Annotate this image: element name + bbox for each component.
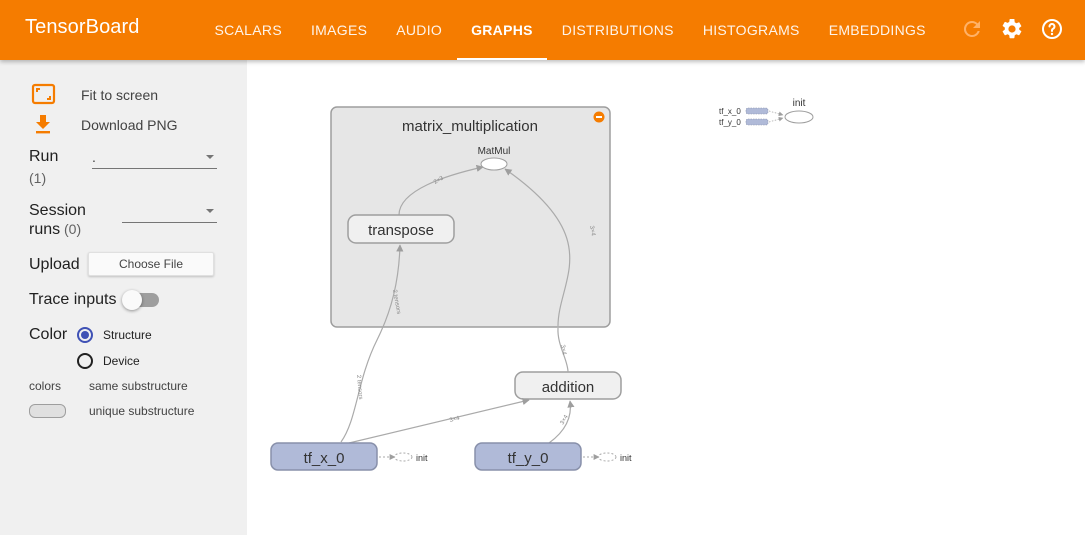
graph-canvas[interactable]: matrix_multiplication MatMul 2×3 3×4 tra… [247, 60, 1085, 535]
transpose-node[interactable] [347, 214, 455, 244]
transpose-label: transpose [368, 222, 434, 239]
tab-images[interactable]: IMAGES [310, 22, 368, 38]
run-label: Run [29, 148, 59, 165]
graph-svg[interactable]: matrix_multiplication MatMul 2×3 3×4 tra… [247, 60, 1085, 535]
aux-tf-y-label: tf_y_0 [719, 118, 741, 127]
aux-tf-x-label: tf_x_0 [719, 107, 741, 116]
graph-controls-sidebar: Fit to screen Download PNG Run (1) . Ses… [0, 60, 247, 535]
tf-x-0-label: tf_x_0 [304, 450, 345, 467]
tab-bar: SCALARS IMAGES AUDIO GRAPHS DISTRIBUTION… [200, 0, 940, 60]
session-runs-select[interactable] [122, 203, 217, 223]
edge-transpose-to-matmul [398, 164, 484, 216]
init-node-y[interactable] [597, 452, 617, 462]
matrix-multiplication-label: matrix_multiplication [402, 118, 538, 135]
legend-same-substructure: same substructure [89, 379, 188, 393]
fit-to-screen-button[interactable]: Fit to screen [81, 87, 159, 103]
help-icon[interactable] [1040, 17, 1064, 41]
radio-structure-label: Structure [103, 328, 152, 342]
session-runs-label-line1: Session [29, 202, 86, 219]
edge-label-addition-group: 3×4 [559, 344, 567, 356]
auxiliary-graph[interactable]: tf_x_0 tf_y_0 init [719, 98, 814, 127]
run-count: (1) [29, 170, 47, 186]
edge-label-x-transpose-lower: 2 tensors [355, 375, 363, 400]
init-label-y: init [620, 453, 632, 463]
settings-icon[interactable] [1000, 17, 1024, 41]
upload-label: Upload [29, 256, 80, 273]
tf-y-0-node[interactable] [474, 442, 582, 471]
download-png-button[interactable]: Download PNG [81, 117, 178, 133]
legend-unique-substructure: unique substructure [89, 404, 195, 418]
trace-inputs-toggle-knob[interactable] [122, 290, 142, 310]
color-label: Color [29, 326, 68, 343]
run-select[interactable]: . [92, 149, 217, 169]
init-label-x: init [416, 453, 428, 463]
tab-graphs[interactable]: GRAPHS [456, 0, 548, 60]
radio-device-label: Device [103, 354, 140, 368]
edge-x-to-addition [348, 398, 530, 444]
edge-x-to-transpose [340, 244, 404, 443]
tab-histograms[interactable]: HISTOGRAMS [702, 22, 800, 38]
matrix-multiplication-group[interactable] [330, 106, 611, 328]
edge-label-addition-matmul: 3×4 [588, 225, 596, 237]
fit-screen-icon[interactable] [31, 82, 57, 108]
choose-file-button[interactable]: Choose File [88, 252, 214, 276]
aux-tf-y-node[interactable] [745, 118, 769, 126]
aux-tf-x-node[interactable] [745, 107, 769, 115]
tf-x-0-node[interactable] [270, 442, 378, 471]
edge-label-x-transpose: 2 tensors [391, 289, 401, 314]
legend-unique-swatch [29, 404, 66, 418]
session-runs-label: runs [29, 221, 61, 238]
init-node-x[interactable] [393, 452, 413, 462]
chevron-down-icon [206, 155, 214, 159]
collapse-group-icon[interactable] [593, 111, 605, 123]
tab-distributions[interactable]: DISTRIBUTIONS [561, 22, 674, 38]
edge-label-x-addition: 3×4 [449, 415, 461, 423]
tab-audio[interactable]: AUDIO [396, 22, 443, 38]
aux-edge-y-init [768, 116, 784, 123]
radio-device[interactable] [77, 353, 93, 369]
aux-init-label: init [793, 98, 806, 109]
edge-label-y-addition: 3×4 [560, 414, 571, 426]
session-runs-count: (0) [64, 221, 82, 237]
radio-structure[interactable] [77, 327, 93, 343]
tab-embeddings[interactable]: EMBEDDINGS [828, 22, 926, 38]
aux-edge-x-init [768, 110, 784, 117]
tab-scalars[interactable]: SCALARS [214, 22, 282, 38]
edge-y-to-addition [548, 400, 575, 444]
top-app-bar: TensorBoard SCALARS IMAGES AUDIO GRAPHS … [0, 0, 1085, 60]
edge-label-transpose-matmul: 2×3 [433, 175, 445, 186]
matmul-label: MatMul [478, 146, 511, 157]
matmul-op-node[interactable] [480, 157, 508, 171]
refresh-icon[interactable] [960, 17, 984, 41]
run-select-value: . [92, 149, 96, 165]
download-icon[interactable] [31, 112, 57, 138]
edge-addition-to-matmul [504, 168, 571, 327]
app-title: TensorBoard [25, 16, 140, 38]
edge-addition-to-group [557, 327, 569, 373]
colors-legend-title: colors [29, 379, 62, 393]
aux-init-node[interactable] [784, 110, 814, 124]
addition-label: addition [542, 379, 595, 396]
session-runs-label-line2: runs (0) [29, 221, 81, 239]
trace-inputs-label: Trace inputs [29, 291, 117, 308]
tf-y-0-label: tf_y_0 [508, 450, 549, 467]
chevron-down-icon [206, 209, 214, 213]
